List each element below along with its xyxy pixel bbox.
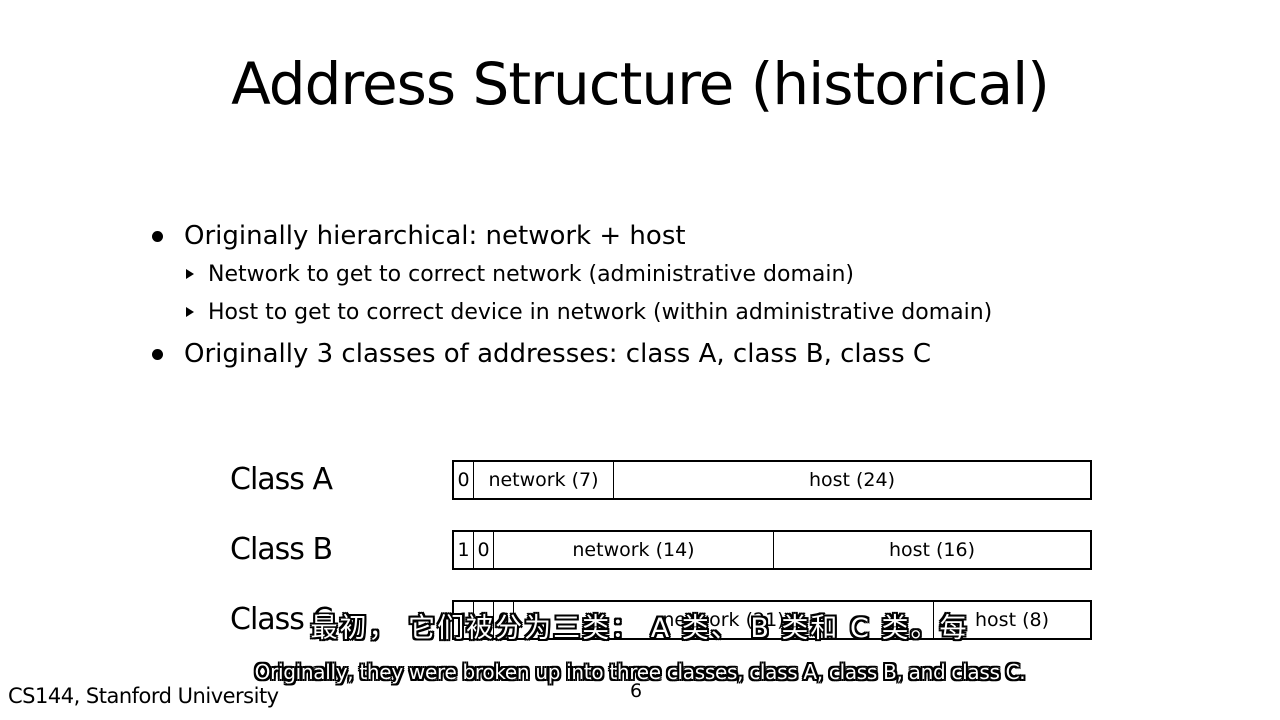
triangle-bullet-icon	[186, 307, 194, 317]
class-c-bit-2: 0	[494, 602, 514, 638]
class-c-address-box: 1 1 0 network (21) host (8)	[452, 600, 1092, 640]
class-c-bit-0: 1	[454, 602, 474, 638]
bullet-list: Originally hierarchical: network + host …	[150, 218, 992, 376]
class-b-address-box: 1 0 network (14) host (16)	[452, 530, 1092, 570]
subtitle-chinese: 最初， 它们被分为三类： A 类、 B 类和 C 类。每	[0, 606, 1280, 645]
class-a-host-field: host (24)	[808, 469, 896, 491]
class-a-label: Class A	[230, 462, 333, 497]
bullet-dot-icon	[152, 349, 163, 360]
class-c-network-field: network (21)	[514, 602, 934, 638]
sub-bullet-text: Host to get to correct device in network…	[208, 300, 993, 325]
bullet-text: Originally 3 classes of addresses: class…	[184, 339, 932, 369]
sub-bullet-network: Network to get to correct network (admin…	[150, 256, 992, 294]
bullet-classes: Originally 3 classes of addresses: class…	[150, 336, 992, 372]
class-b-bit-1: 0	[474, 532, 494, 568]
class-c-label: Class C	[230, 602, 333, 637]
bullet-dot-icon	[152, 231, 163, 242]
sub-bullet-list: Network to get to correct network (admin…	[184, 256, 992, 332]
class-b-host-field: host (16)	[888, 539, 976, 561]
subtitle-english: Originally, they were broken up into thr…	[254, 660, 1026, 684]
page-number: 6	[630, 680, 643, 702]
class-a-network-field: network (7)	[474, 462, 614, 498]
slide-title: Address Structure (historical)	[231, 50, 1050, 118]
class-a-bit-0: 0	[454, 462, 474, 498]
class-b-label: Class B	[230, 532, 333, 567]
sub-bullet-host: Host to get to correct device in network…	[150, 294, 992, 332]
subtitle-chinese-text: 最初， 它们被分为三类： A 类、 B 类和 C 类。每	[310, 613, 969, 644]
triangle-bullet-icon	[186, 269, 194, 279]
class-b-network-field: network (14)	[494, 532, 774, 568]
bullet-hierarchical: Originally hierarchical: network + host …	[150, 218, 992, 332]
class-b-bit-0: 1	[454, 532, 474, 568]
bullet-text: Originally hierarchical: network + host	[184, 221, 686, 251]
course-footer: CS144, Stanford University	[8, 684, 279, 708]
class-a-address-box: 0 network (7) host (24)	[452, 460, 1092, 500]
class-c-bit-1: 1	[474, 602, 494, 638]
sub-bullet-text: Network to get to correct network (admin…	[208, 262, 854, 287]
class-c-host-field: host (8)	[975, 609, 1049, 631]
